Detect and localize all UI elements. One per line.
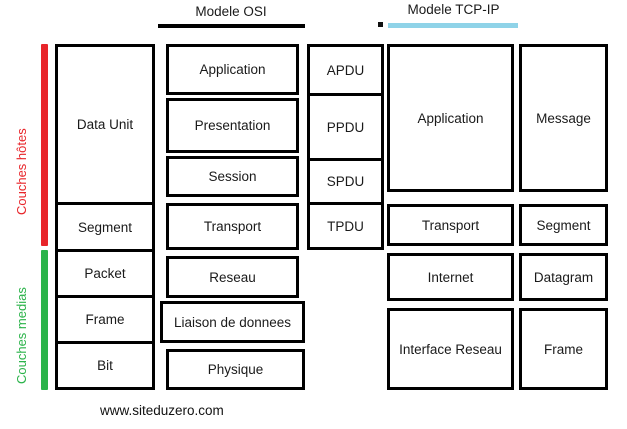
data-unit-cell-bit: Bit: [58, 341, 152, 387]
data-unit-cell-data-unit: Data Unit: [76, 117, 134, 132]
tcpip-layer-internet: Internet: [387, 253, 514, 301]
tcpip-underline-bullet: [378, 22, 383, 27]
couches-medias-bar: [41, 250, 48, 390]
pdu-cell-ppdu: PPDU: [310, 93, 381, 158]
tcpip-layer-transport: Transport: [387, 204, 514, 246]
tcpip-model-title: Modele TCP-IP: [407, 2, 500, 17]
osi-layer-liaison-de-donnees: Liaison de donnees: [160, 301, 305, 343]
pdu-column: APDU PPDU SPDU TPDU: [307, 44, 384, 250]
data-unit-column: Data Unit Segment Packet Frame Bit: [55, 44, 155, 390]
pdu-cell-apdu: APDU: [326, 62, 365, 78]
tcpip-title-underline: [388, 23, 518, 28]
osi-layer-application: Application: [166, 44, 299, 95]
tcpip-unit-frame: Frame: [519, 308, 608, 390]
osi-layer-transport: Transport: [166, 203, 299, 250]
osi-model-title: Modele OSI: [195, 4, 267, 19]
osi-layer-presentation: Presentation: [166, 98, 299, 153]
tcpip-unit-datagram: Datagram: [519, 253, 608, 301]
couches-hotes-label: Couches hôtes: [14, 128, 29, 215]
pdu-cell-tpdu: TPDU: [310, 202, 381, 247]
osi-title-underline: [158, 24, 305, 28]
data-unit-cell-segment: Segment: [58, 202, 152, 249]
pdu-cell-spdu: SPDU: [310, 158, 381, 202]
tcpip-unit-segment: Segment: [519, 204, 608, 246]
tcpip-layer-interface-reseau: Interface Reseau: [387, 308, 514, 390]
osi-layer-session: Session: [166, 156, 299, 197]
data-unit-cell-packet: Packet: [58, 249, 152, 295]
osi-layer-physique: Physique: [166, 349, 305, 390]
tcpip-layer-application: Application: [387, 44, 514, 192]
couches-hotes-bar: [41, 44, 48, 246]
data-unit-cell-frame: Frame: [58, 295, 152, 341]
couches-medias-label: Couches medias: [14, 287, 29, 384]
source-watermark: www.siteduzero.com: [100, 403, 224, 418]
tcpip-unit-message: Message: [519, 44, 608, 192]
osi-layer-reseau: Reseau: [166, 256, 299, 298]
